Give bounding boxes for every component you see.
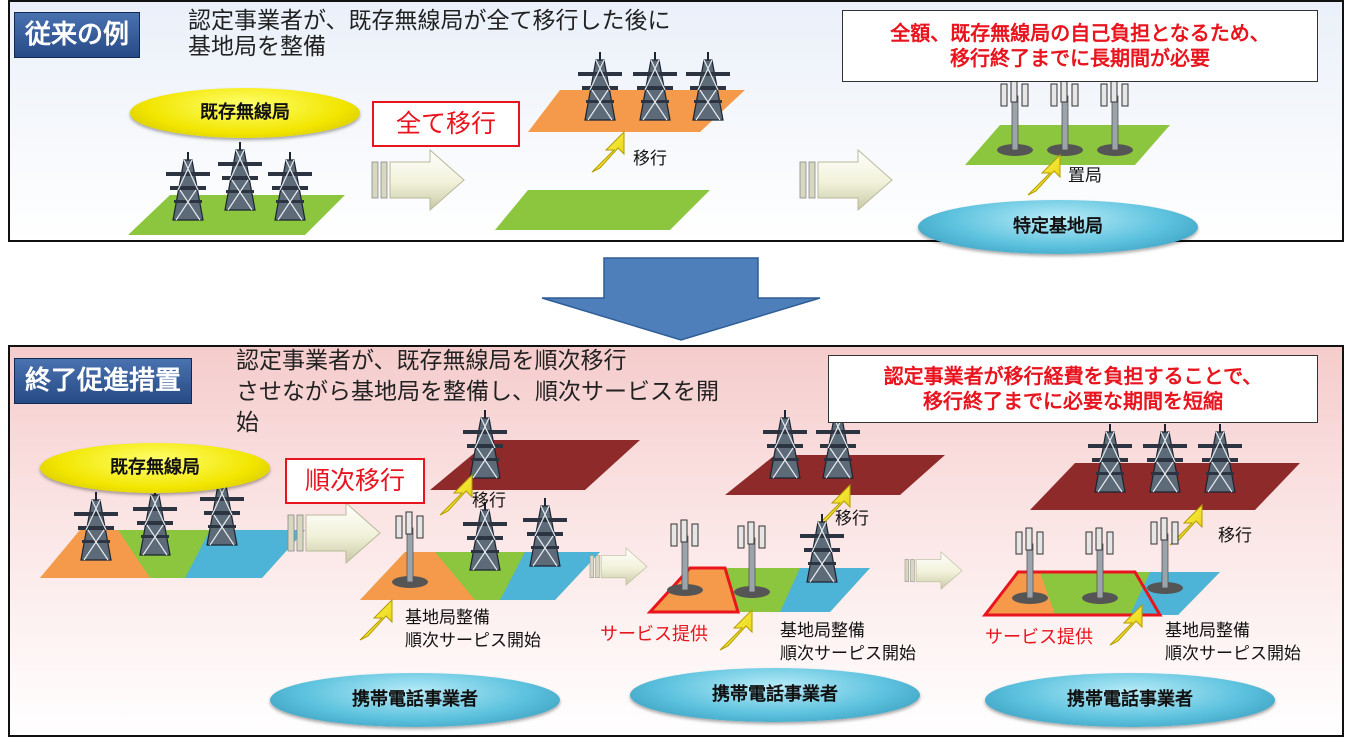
migrate-label: 移行	[835, 509, 869, 529]
base-station-setup-text: 基地局整備 順次サーピス開始	[780, 621, 916, 664]
migrate-arrow-icon	[799, 149, 893, 211]
base-station-setup-text: 基地局整備 順次サーピス開始	[405, 608, 541, 651]
service-provided-label: サービス提供	[985, 627, 1093, 648]
mobile-operator-label: 携帯電話事業者	[985, 673, 1275, 727]
migrate-arrow-icon	[371, 149, 465, 211]
down-arrow-icon	[541, 257, 821, 341]
conventional-note-box: 全額、既存無線局の自己負担となるため、 移行終了までに長期間が必要	[842, 10, 1318, 82]
migrate-arrow-icon	[904, 551, 963, 590]
maroon-area-tile	[430, 440, 640, 490]
conventional-example-tag: 従来の例	[14, 12, 141, 58]
specific-base-station-label: 特定基地局	[918, 200, 1198, 254]
place-station-label: 置局	[1068, 166, 1102, 186]
termination-promotion-tag: 終了促進措置	[14, 358, 193, 404]
yellow-arrow-icon	[359, 599, 393, 641]
base-station-setup-text: 基地局整備 順次サーピス開始	[1165, 621, 1301, 664]
termination-promotion-note-box: 認定事業者が移行経費を負担することで、 移行終了までに必要な期間を短縮	[828, 355, 1318, 423]
migrate-label: 移行	[1218, 526, 1252, 546]
migrate-arrow-icon	[287, 502, 381, 564]
yellow-arrow-icon	[591, 131, 625, 173]
orange-area-tile	[528, 90, 745, 132]
move-gradually-label: 順次移行	[285, 458, 425, 504]
move-all-label: 全て移行	[372, 101, 520, 147]
service-provided-label: サービス提供	[600, 624, 708, 645]
green-area-tile	[495, 190, 710, 230]
migrate-label: 移行	[472, 491, 506, 511]
existing-station-label: 既存無線局	[130, 88, 360, 138]
yellow-arrow-icon	[719, 609, 753, 651]
mobile-operator-label: 携帯電話事業者	[270, 673, 560, 727]
conventional-description: 認定事業者が、既存無線局が全て移行した後に 基地局を整備	[188, 8, 671, 60]
migrate-label: 移行	[633, 149, 667, 169]
existing-station-label: 既存無線局	[40, 443, 270, 493]
termination-promotion-description: 認定事業者が、既存無線局を順次移行 させながら基地局を整備し、順次サービスを開 …	[236, 348, 719, 436]
mobile-operator-label: 携帯電話事業者	[630, 668, 920, 722]
migrate-arrow-icon	[589, 547, 648, 586]
